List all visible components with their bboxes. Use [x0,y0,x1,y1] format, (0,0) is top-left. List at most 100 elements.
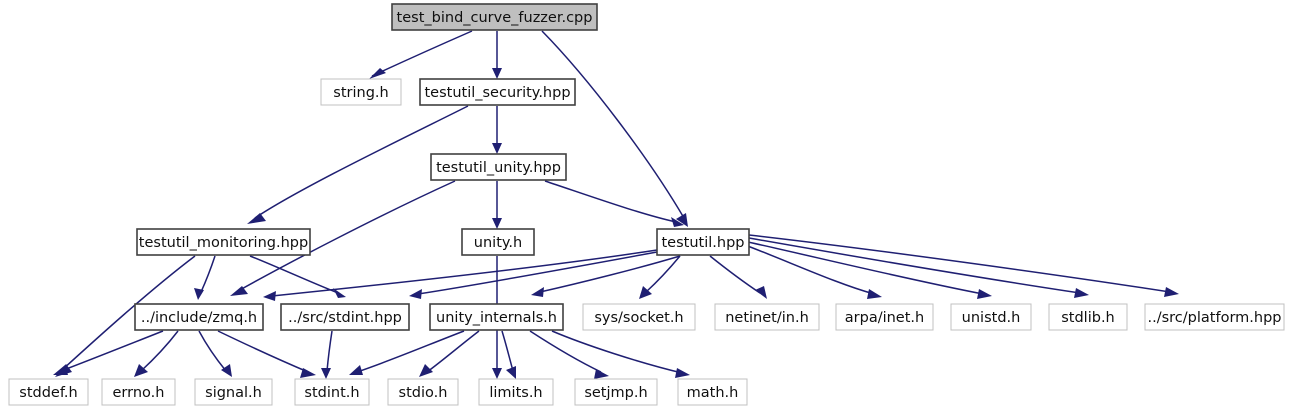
node-label-tmon: testutil_monitoring.hpp [139,235,308,251]
arrowhead-tmon-to-zmqh [194,288,204,300]
node-box-platform[interactable] [1144,303,1285,331]
node-label-tsec: testutil_security.hpp [424,85,570,101]
node-unistd[interactable]: unistd.h [950,303,1032,331]
arrowhead-testutil-to-syssocket [639,286,652,299]
node-label-limits: limits.h [489,385,542,401]
node-box-tunity[interactable] [430,153,567,181]
edge-root-to-testutil [541,30,685,219]
node-label-stdlib: stdlib.h [1061,310,1115,326]
node-box-root[interactable] [391,3,598,31]
node-label-stdio: stdio.h [399,385,448,401]
node-box-errno[interactable] [101,378,176,406]
node-label-unistd: unistd.h [962,310,1021,326]
node-unityint[interactable]: unity_internals.h [429,303,564,331]
node-stdlib[interactable]: stdlib.h [1048,303,1128,331]
node-netinet[interactable]: netinet/in.h [714,303,820,331]
edge-tmon-to-stddef [61,255,196,371]
node-limits[interactable]: limits.h [478,378,554,406]
node-errno[interactable]: errno.h [101,378,176,406]
node-stdio[interactable]: stdio.h [387,378,459,406]
node-box-unistd[interactable] [950,303,1032,331]
arrowhead-testutil-to-unistd [977,289,992,299]
node-box-stringh[interactable] [320,78,402,106]
node-zmqh[interactable]: ../include/zmq.h [134,303,264,331]
arrowhead-unityint-to-setjmp [594,369,609,379]
edge-unityint-to-stdio [426,330,480,373]
edge-testutil-to-unityint [539,255,681,293]
node-box-unityh[interactable] [461,228,535,256]
node-stdinthpp[interactable]: ../src/stdint.hpp [280,303,410,331]
node-label-platform: ../src/platform.hpp [1148,310,1282,326]
node-stddef[interactable]: stddef.h [8,378,89,406]
node-box-tmon[interactable] [136,228,311,256]
node-label-zmqh: ../include/zmq.h [141,310,257,326]
arrowhead-testutil-to-platform [1164,287,1179,297]
node-testutil[interactable]: testutil.hpp [656,228,750,256]
arrowhead-root-to-tsec [492,68,502,79]
edge-zmqh-to-stddef [60,330,164,372]
node-box-zmqh[interactable] [134,303,264,331]
arrowhead-tmon-to-stdinthpp [333,288,346,298]
node-box-stdio[interactable] [387,378,459,406]
edge-stdinthpp-to-stdint [326,330,333,372]
node-arpainet[interactable]: arpa/inet.h [835,303,934,331]
arrowhead-tsec-to-tunity [492,143,502,154]
node-setjmp[interactable]: setjmp.h [574,378,658,406]
node-math[interactable]: math.h [677,378,748,406]
node-box-setjmp[interactable] [574,378,658,406]
edge-testutil-to-stdinthpp [417,251,658,295]
arrowhead-unityh-to-unityint [492,368,502,379]
node-label-netinet: netinet/in.h [725,310,809,326]
node-tunity[interactable]: testutil_unity.hpp [430,153,567,181]
node-platform[interactable]: ../src/platform.hpp [1144,303,1285,331]
node-box-stdlib[interactable] [1048,303,1128,331]
arrowhead-stdinthpp-to-stdint [321,368,331,379]
node-box-unityint[interactable] [429,303,564,331]
arrowhead-zmqh-to-errno [134,364,148,377]
arrowhead-root-to-testutil [676,213,688,227]
node-box-testutil[interactable] [656,228,750,256]
node-stringh[interactable]: string.h [320,78,402,106]
node-label-signal: signal.h [205,385,262,401]
edge-tunity-to-testutil [544,180,677,223]
node-box-stdint[interactable] [294,378,370,406]
edge-testutil-to-arpainet [744,244,875,295]
arrowhead-testutil-to-stdlib [1074,288,1089,298]
node-stdint[interactable]: stdint.h [294,378,370,406]
node-tsec[interactable]: testutil_security.hpp [419,78,576,106]
node-box-stddef[interactable] [8,378,89,406]
arrowhead-unityint-to-stdio [419,364,433,377]
edge-testutil-to-netinet [709,255,761,294]
node-root[interactable]: test_bind_curve_fuzzer.cpp [391,3,598,31]
nodes-layer: test_bind_curve_fuzzer.cpp string.h testut… [8,3,1285,406]
node-signal[interactable]: signal.h [194,378,273,406]
node-box-tsec[interactable] [419,78,576,106]
node-box-arpainet[interactable] [835,303,934,331]
edge-testutil-to-unistd [747,241,984,295]
node-label-testutil: testutil.hpp [662,235,745,251]
node-label-math: math.h [687,385,739,401]
arrowhead-tunity-to-unityh [492,218,502,229]
arrowhead-testutil-to-stdinthpp [409,289,422,299]
node-box-syssocket[interactable] [582,303,696,331]
edge-unityint-to-limits [501,330,514,372]
node-label-unityh: unity.h [474,235,522,251]
node-unityh[interactable]: unity.h [461,228,535,256]
edge-testutil-to-zmqh [271,249,658,297]
node-label-stdinthpp: ../src/stdint.hpp [288,310,402,326]
node-box-math[interactable] [677,378,748,406]
node-label-errno: errno.h [113,385,165,401]
node-syssocket[interactable]: sys/socket.h [582,303,696,331]
node-box-limits[interactable] [478,378,554,406]
arrowhead-unityint-to-limits [506,366,516,379]
node-label-stringh: string.h [333,85,388,101]
node-box-stdinthpp[interactable] [280,303,410,331]
node-box-signal[interactable] [194,378,273,406]
node-box-netinet[interactable] [714,303,820,331]
arrowhead-zmqh-to-signal [221,364,232,377]
arrowhead-tunity-to-zmqh [230,286,248,296]
node-tmon[interactable]: testutil_monitoring.hpp [136,228,311,256]
edge-zmqh-to-signal [198,330,227,372]
